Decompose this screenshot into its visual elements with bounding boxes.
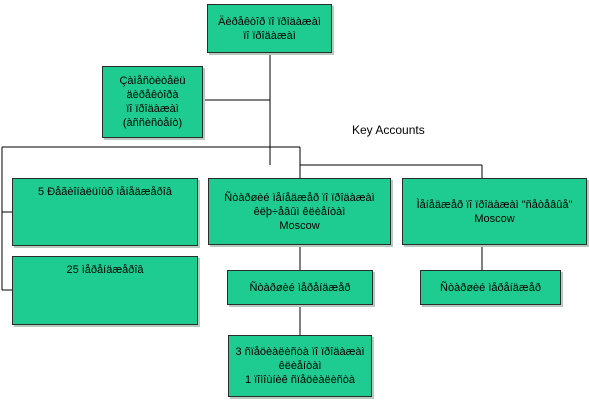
moscow-key-line-2: êëþ÷åâûì êëèåíòàì: [253, 205, 346, 218]
box-25-managers: 25 ìåðåíäæåðîâ: [12, 256, 198, 325]
three-staff-line-2: êëèåíòàì: [278, 360, 322, 372]
box-director: Äèðåêòîð ïî ïðîäàæàì ïî ïðîäàæàì: [207, 4, 332, 53]
deputy-line-3: (àññèñòåíò): [122, 117, 183, 129]
box-moscow-key-senior: Ñòàðøèé ìåðåíäæåð: [227, 270, 373, 305]
moscow-manager-line-1: Ìåíåäæåð ïî ïðîäàæàì "ñåòåâûå": [416, 198, 573, 211]
box-deputy: Çàìåñòèòåëü äèðåêòîðà ïî ïðîäàæàì (àññèñ…: [102, 66, 203, 138]
moscow-manager-line-2: Moscow: [474, 212, 515, 225]
deputy-line-1: Çàìåñòèòåëü äèðåêòîðà: [119, 75, 186, 101]
moscow-key-sub-line-1: Ñòàðøèé ìåðåíäæåð: [249, 281, 351, 294]
director-line-2: ïî ïðîäàæàì: [243, 29, 296, 42]
moscow-manager-sub-line-1: Ñòàðøèé ìåðåíäæåð: [440, 281, 541, 294]
three-staff-line-1: 3 ñïåöèàëèñòà ïî ïðîäàæàì: [235, 346, 365, 358]
three-staff-line-3: 1 ïîìîùíèê ñïåöèàëèñòà: [244, 374, 356, 386]
box-three-specialists: 3 ñïåöèàëèñòà ïî ïðîäàæàì êëèåíòàì 1 ïîì…: [228, 335, 372, 397]
box-moscow-key-accounts: Ñòàðøèé ìåíåäæåð ïî ïðîäàæàì êëþ÷åâûì êë…: [208, 178, 391, 245]
key-accounts-label: Key Accounts: [352, 123, 425, 137]
moscow-key-line-3: Moscow: [279, 219, 320, 232]
box-regional-managers: 5 Ðåãèîíàëüíûõ ìåíåäæåðîâ: [12, 178, 198, 246]
moscow-key-line-1: Ñòàðøèé ìåíåäæåð ïî ïðîäàæàì: [224, 191, 375, 204]
director-line-1: Äèðåêòîð ïî ïðîäàæàì: [218, 15, 321, 28]
box-moscow-network-senior: Ñòàðøèé ìåðåíäæåð: [420, 270, 561, 305]
deputy-line-2: ïî ïðîäàæàì: [126, 103, 179, 115]
managers-25-line-1: 25 ìåðåíäæåðîâ: [66, 264, 144, 276]
regional-line-1: 5 Ðåãèîíàëüíûõ ìåíåäæåðîâ: [38, 186, 172, 198]
box-moscow-network-manager: Ìåíåäæåð ïî ïðîäàæàì "ñåòåâûå" Moscow: [402, 178, 587, 245]
